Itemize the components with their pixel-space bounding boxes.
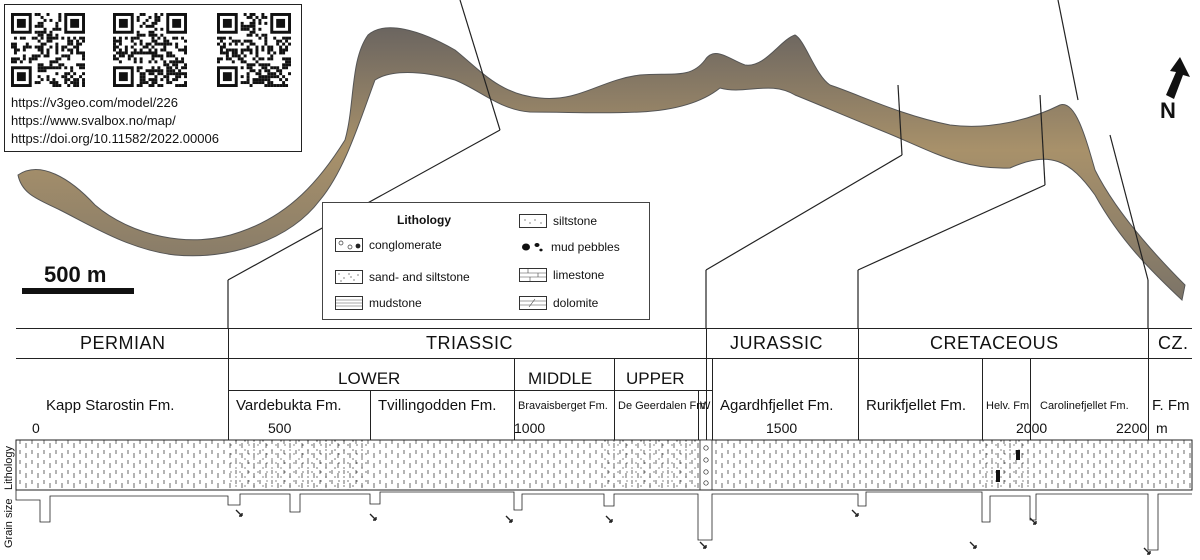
log-conglomerate-band xyxy=(699,439,713,491)
boundary-cretaceous-cz xyxy=(1148,328,1150,440)
correlation-line xyxy=(897,84,903,156)
mudstone-swatch xyxy=(335,296,363,310)
correlation-line xyxy=(857,184,1046,271)
period-cz: CZ. xyxy=(1158,333,1189,353)
scale-bar-label: 500 m xyxy=(44,262,107,287)
legend-label: conglomerate xyxy=(369,238,442,252)
siltstone-swatch xyxy=(519,214,547,228)
correlation-line xyxy=(1109,134,1149,281)
dolomite-swatch xyxy=(519,296,547,310)
tick-label: 1500 xyxy=(766,420,798,436)
mud-pebbles-swatch xyxy=(519,241,545,253)
boundary-degeerdalen-w xyxy=(698,390,700,440)
log-marker xyxy=(1016,450,1020,460)
tick-label: 1000 xyxy=(514,420,546,436)
north-arrow-label: N xyxy=(1160,98,1176,123)
epoch-divider xyxy=(228,390,712,392)
log-sand-band xyxy=(300,440,370,490)
conglomerate-swatch xyxy=(335,238,363,252)
log-sand-band xyxy=(982,440,1030,490)
formation-kapp-starostin: Kapp Starostin Fm. xyxy=(46,397,175,414)
boundary-lower-middle xyxy=(514,358,516,440)
legend-label: dolomite xyxy=(553,296,599,310)
boundary-middle-upper xyxy=(614,358,616,440)
sand-swatch xyxy=(335,270,363,284)
qr-code-svalbox[interactable] xyxy=(113,13,187,87)
lithology-legend: Lithology conglomerate sand- and siltsto… xyxy=(322,202,650,320)
formation-vardebukta: Vardebukta Fm. xyxy=(236,397,342,414)
boundary-rurikfjellet-helv xyxy=(982,358,984,440)
north-arrow-icon xyxy=(1166,57,1190,99)
legend-label: mud pebbles xyxy=(551,240,620,254)
tick-label: 2200 xyxy=(1116,420,1148,436)
boundary-helv-carolinefjellet xyxy=(1030,358,1032,440)
legend-label: sand- and siltstone xyxy=(369,270,470,284)
correlation-line xyxy=(1039,94,1046,186)
formation-de-geerdalen: De Geerdalen Fm. xyxy=(618,400,709,412)
correlation-line xyxy=(1057,0,1079,101)
formation-w: W xyxy=(700,400,711,412)
period-permian: PERMIAN xyxy=(80,333,166,353)
legend-label: mudstone xyxy=(369,296,422,310)
epoch-lower: LOWER xyxy=(338,369,401,388)
outcrop-strip xyxy=(17,27,1186,301)
log-marker xyxy=(996,470,1000,482)
legend-label: limestone xyxy=(553,268,605,282)
legend-item-dolomite: dolomite xyxy=(519,295,598,311)
url-svalbox[interactable]: https://www.svalbox.no/map/ xyxy=(11,113,176,128)
legend-title: Lithology xyxy=(397,213,451,227)
formation-tvillingodden: Tvillingodden Fm. xyxy=(378,397,497,414)
boundary-jurassic-cretaceous xyxy=(858,328,860,440)
period-cretaceous: CRETACEOUS xyxy=(930,333,1059,353)
axis-unit: m xyxy=(1156,420,1168,436)
boundary-w-agardhfjellet xyxy=(712,358,714,440)
legend-label: siltstone xyxy=(553,214,598,228)
limestone-swatch xyxy=(519,268,547,282)
tick-label: 0 xyxy=(32,420,40,436)
url-doi[interactable]: https://doi.org/10.11582/2022.00006 xyxy=(11,131,219,146)
legend-item-conglomerate: conglomerate xyxy=(335,237,442,253)
formation-carolinefjellet: Carolinefjellet Fm. xyxy=(1040,400,1129,412)
qr-code-doi[interactable] xyxy=(217,13,291,87)
paleocurrent-arrows xyxy=(235,509,1151,555)
legend-item-mudstone: mudstone xyxy=(335,295,422,311)
log-pebbles xyxy=(703,445,709,486)
log-sand-band xyxy=(604,440,698,490)
correlation-line xyxy=(459,0,501,131)
url-v3geo[interactable]: https://v3geo.com/model/226 xyxy=(11,95,178,110)
epoch-upper: UPPER xyxy=(626,369,685,388)
tick-label: 2000 xyxy=(1016,420,1048,436)
formation-rurikfjellet: Rurikfjellet Fm. xyxy=(866,397,967,414)
formation-helv: Helv. Fm xyxy=(986,400,1030,412)
period-jurassic: JURASSIC xyxy=(730,333,824,353)
boundary-permian-triassic xyxy=(228,328,230,440)
epoch-middle: MIDDLE xyxy=(528,369,593,388)
sedimentary-log xyxy=(15,439,1193,555)
formation-f: F. Fm xyxy=(1152,397,1190,414)
scale-bar xyxy=(22,288,134,294)
legend-item-limestone: limestone xyxy=(519,267,604,283)
legend-item-sand: sand- and siltstone xyxy=(335,269,470,285)
qr-code-v3geo[interactable] xyxy=(11,13,85,87)
legend-item-siltstone: siltstone xyxy=(519,213,597,229)
boundary-triassic-jurassic xyxy=(706,328,708,440)
legend-item-mud-pebbles: mud pebbles xyxy=(519,239,620,255)
period-triassic: TRIASSIC xyxy=(426,333,514,353)
correlation-line xyxy=(705,154,903,271)
header-top-line xyxy=(16,328,1192,330)
tick-label: 500 xyxy=(268,420,292,436)
formation-bravaisberget: Bravaisberget Fm. xyxy=(518,400,608,412)
period-divider xyxy=(16,358,1192,360)
boundary-vardebukta-tvillingodden xyxy=(370,390,372,440)
formation-agardhfjellet: Agardhfjellet Fm. xyxy=(720,397,834,414)
qr-link-box: https://v3geo.com/model/226 https://www.… xyxy=(4,4,302,152)
grain-size-profile xyxy=(15,490,1192,551)
